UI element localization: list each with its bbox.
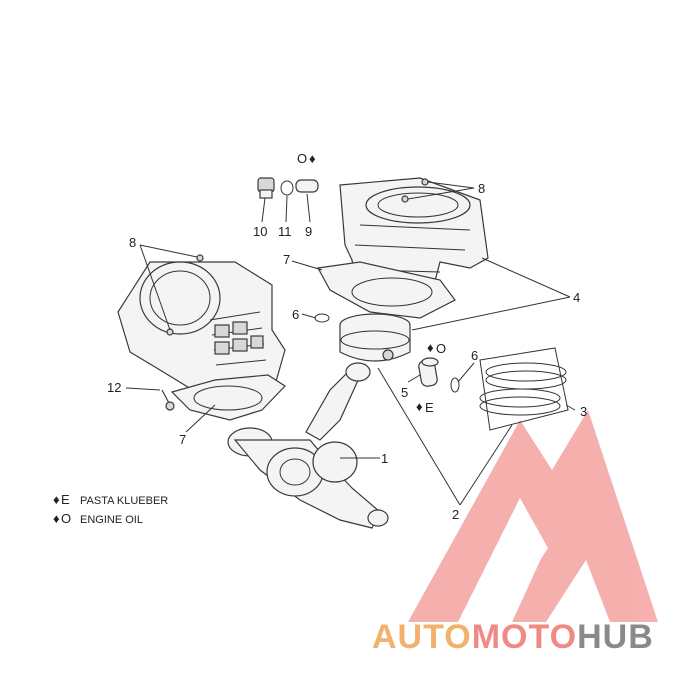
screw-top-right xyxy=(401,178,429,203)
ring-part-11 xyxy=(280,180,294,196)
callout-9: 9 xyxy=(305,224,312,239)
circlip-right xyxy=(450,377,460,393)
callout-8-left: 8 xyxy=(129,235,136,250)
callout-1: 1 xyxy=(381,451,388,466)
watermark-part-2: MOTO xyxy=(472,618,577,656)
watermark-part-1: AUTO xyxy=(372,618,472,656)
callout-2: 2 xyxy=(452,507,459,522)
paste-symbol-pin: E xyxy=(425,400,434,415)
lubrication-markers: O ♦ ♦ O ♦ E xyxy=(297,151,446,415)
circlip-left xyxy=(314,313,330,323)
droplet-icon: ♦ xyxy=(427,340,434,355)
leader-lines xyxy=(125,181,576,506)
legend-item-paste: ♦ E PASTA KLUEBER xyxy=(53,492,168,507)
legend-item-oil: ♦ O ENGINE OIL xyxy=(53,511,143,526)
cylinder-left xyxy=(117,261,286,403)
legend-symbol: E xyxy=(61,492,70,507)
piston-rings xyxy=(479,347,569,431)
callout-labels: 1 2 3 4 5 6 6 7 7 8 8 9 10 11 12 xyxy=(107,181,587,522)
cylinder-base-gasket-left xyxy=(170,374,286,421)
cylinder-base-gasket-right xyxy=(317,261,456,319)
droplet-icon: ♦ xyxy=(309,151,316,166)
droplet-icon: ♦ xyxy=(53,492,60,507)
callout-7-right: 7 xyxy=(283,252,290,267)
piston xyxy=(339,313,411,362)
screw-top-left xyxy=(166,254,204,336)
callout-6-left: 6 xyxy=(292,307,299,322)
callout-4: 4 xyxy=(573,290,580,305)
legend: ♦ E PASTA KLUEBER ♦ O ENGINE OIL xyxy=(53,492,168,526)
droplet-icon: ♦ xyxy=(53,511,60,526)
watermark-logo xyxy=(408,410,658,622)
callout-8-right: 8 xyxy=(478,181,485,196)
callout-6-right: 6 xyxy=(471,348,478,363)
callout-7-left: 7 xyxy=(179,432,186,447)
callout-10: 10 xyxy=(253,224,267,239)
callout-11: 11 xyxy=(278,224,292,239)
droplet-icon: ♦ xyxy=(416,399,423,414)
legend-label: PASTA KLUEBER xyxy=(80,495,168,507)
callout-12: 12 xyxy=(107,380,121,395)
callout-3: 3 xyxy=(580,404,587,419)
oil-symbol-piston: O xyxy=(436,341,446,356)
legend-symbol: O xyxy=(61,511,71,526)
oil-symbol-top: O xyxy=(297,151,307,166)
piston-pin xyxy=(418,357,439,387)
pin-part-9 xyxy=(295,179,319,193)
crankshaft-assembly xyxy=(227,362,389,529)
svg-text:AUTOMOTOHUB: AUTOMOTOHUB xyxy=(372,618,654,656)
screw xyxy=(161,389,175,411)
watermark-part-3: HUB xyxy=(577,618,654,656)
plug-part-10 xyxy=(257,177,275,199)
legend-label: ENGINE OIL xyxy=(80,514,143,526)
callout-5: 5 xyxy=(401,385,408,400)
watermark-text: AUTOMOTOHUB xyxy=(372,618,654,656)
